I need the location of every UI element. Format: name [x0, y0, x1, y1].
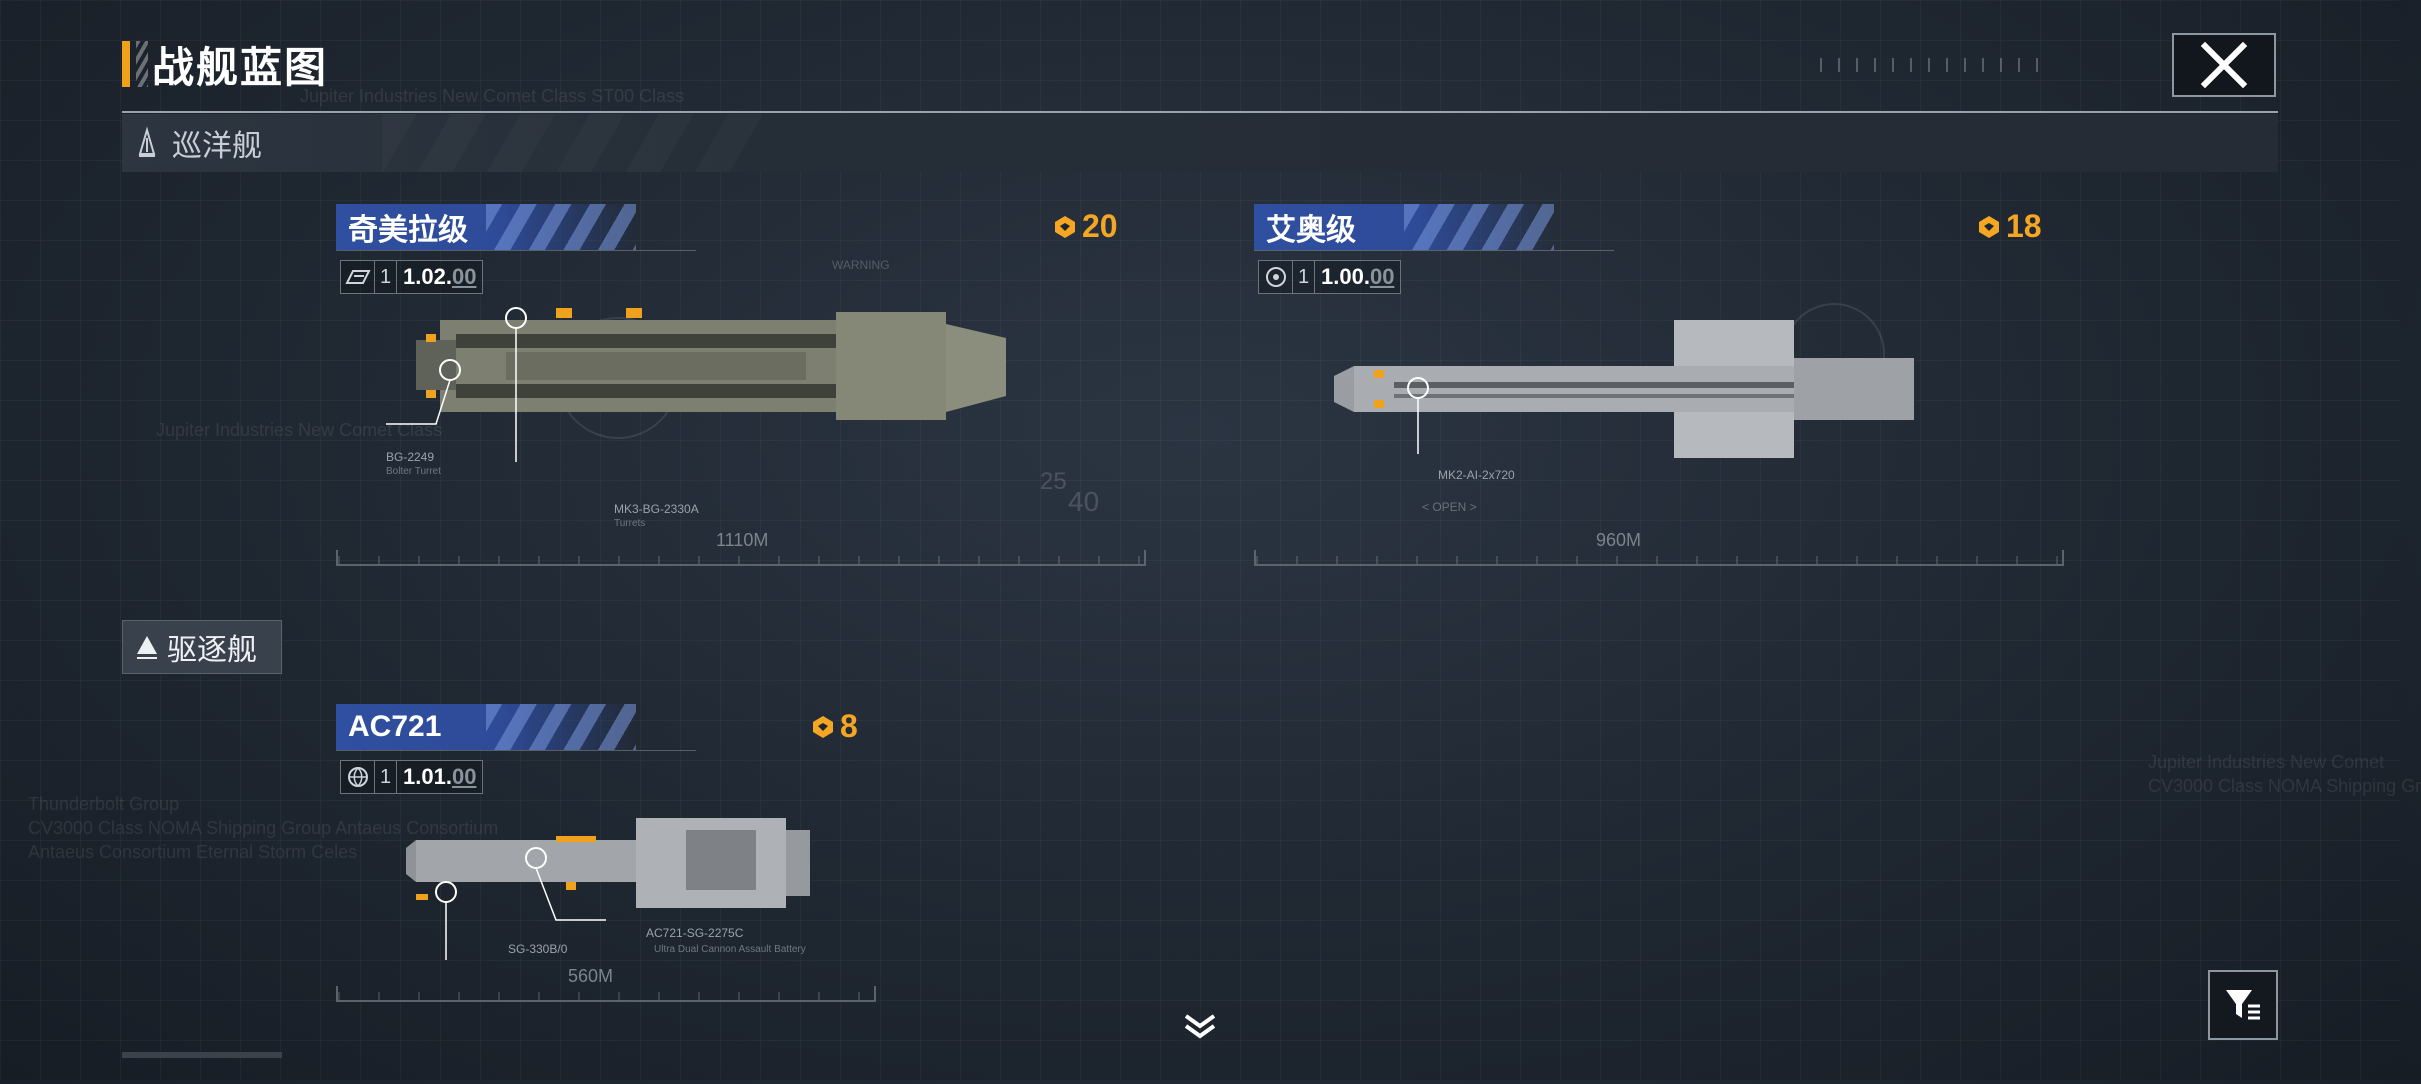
page-title: 战舰蓝图: [122, 38, 328, 91]
bg-text: Jupiter Industries New Comet: [2148, 752, 2385, 772]
banner-stripes: [1404, 204, 1554, 250]
ship-name: 奇美拉级: [348, 214, 468, 247]
margin-number: 40: [1068, 486, 1100, 517]
cost-icon: [813, 715, 833, 738]
ship-cost: 18: [1976, 208, 2042, 245]
destroyer-icon: [137, 636, 157, 659]
close-icon: [2200, 41, 2248, 89]
banner-underline: [336, 250, 696, 251]
weapon-callout-sub: Bolter Turret: [386, 466, 442, 477]
ship-card-io[interactable]: 艾奥级 18 1 1.00.00 MK2-AI-2x720 < OPEN > 9…: [1254, 204, 2064, 584]
weapon-callout: BG-2249: [386, 450, 435, 464]
section-label-cruiser: 巡洋舰: [172, 130, 262, 163]
bg-text: Jupiter Industries New Comet Class: [156, 420, 443, 440]
banner-underline: [1254, 250, 1614, 251]
weapon-callout: AC721-SG-2275C: [646, 926, 744, 940]
version-main: 1.00: [1321, 264, 1364, 289]
header-ticks: [1820, 58, 2040, 72]
bg-text: CV3000 Class NOMA Shipping Group Antaeus…: [28, 818, 499, 838]
ship-spec-box: 1 1.01.00: [340, 760, 484, 794]
ship-card-ac721[interactable]: AC721 8 1 1.01.00 SG-330B/0 AC721-SG-227…: [336, 704, 876, 1084]
version-main: 1.01: [403, 764, 446, 789]
ship-tier: 1: [1293, 261, 1315, 293]
banner-underline: [336, 750, 696, 751]
ship-cost-value: 18: [2006, 208, 2042, 244]
ship-version: 1.00.00: [1321, 264, 1395, 289]
ship-spec-box: 1 1.02.00: [340, 260, 484, 294]
section-stripes: [382, 114, 762, 172]
ship-blueprint-chimera: [386, 307, 1006, 462]
ship-version: 1.01.00: [403, 764, 477, 789]
filter-button[interactable]: [2208, 970, 2278, 1040]
close-button[interactable]: [2172, 33, 2276, 97]
bg-text: CV3000 Class NOMA Shipping Gr: [2148, 776, 2421, 796]
cost-icon: [1055, 215, 1075, 238]
scale-bar: [336, 550, 1146, 566]
title-stripes: [136, 41, 148, 87]
bg-text: Thunderbolt Group: [28, 794, 180, 814]
version-dim: 00: [451, 764, 477, 789]
weapon-callout-sub: Turrets: [614, 518, 646, 529]
filter-icon: [2226, 990, 2260, 1020]
banner-stripes: [486, 204, 636, 250]
chevron-down-double-icon: [1184, 1014, 1216, 1039]
ship-name-banner: AC721: [336, 704, 636, 750]
weapon-callout: MK3-BG-2330A: [614, 502, 699, 516]
ship-cost-value: 8: [840, 708, 858, 744]
ship-name: 艾奥级: [1266, 214, 1356, 247]
section-header-destroyer[interactable]: 驱逐舰: [122, 620, 282, 674]
ship-tier: 1: [375, 261, 397, 293]
ship-spec-box: 1 1.00.00: [1258, 260, 1402, 294]
globe-emblem-icon: [341, 761, 375, 793]
ship-length: 960M: [1596, 530, 1642, 550]
cruiser-icon: [138, 126, 156, 157]
scale-bar: [336, 986, 876, 1002]
ship-length: 1110M: [716, 530, 769, 550]
version-dim: 00: [1369, 264, 1395, 289]
ship-name-banner: 艾奥级: [1254, 204, 1554, 250]
weapon-callout: MK2-AI-2x720: [1438, 468, 1515, 482]
bg-text: Jupiter Industries New Comet Class ST00 …: [300, 86, 685, 106]
open-mark: < OPEN >: [1422, 500, 1477, 514]
left-rail: [122, 1052, 282, 1058]
hull-emblem-icon: [341, 261, 375, 293]
ship-version: 1.02.00: [403, 264, 477, 289]
ship-blueprint-io: [1334, 303, 1914, 458]
cost-icon: [1979, 215, 1999, 238]
header-divider: [122, 111, 2278, 113]
ship-length: 560M: [568, 966, 614, 986]
section-label-destroyer: 驱逐舰: [167, 634, 257, 667]
scroll-more-button[interactable]: [1180, 1010, 1220, 1044]
ship-cost: 20: [1052, 208, 1118, 245]
scale-bar: [1254, 550, 2064, 566]
ship-name: AC721: [348, 710, 442, 743]
version-dim: 00: [451, 264, 477, 289]
weapon-callout: SG-330B/0: [508, 942, 568, 956]
weapon-callout-sub: Ultra Dual Cannon Assault Battery: [654, 944, 806, 955]
warning-mark: WARNING: [832, 258, 890, 272]
bg-text: Antaeus Consortium Eternal Storm Celes: [28, 842, 358, 862]
margin-number: 25: [1040, 468, 1067, 495]
page-title-text: 战舰蓝图: [152, 43, 329, 91]
section-header-cruiser[interactable]: 巡洋舰: [122, 114, 2278, 172]
ship-cost: 8: [810, 708, 858, 745]
ship-tier: 1: [375, 761, 397, 793]
settings-emblem-icon: [1259, 261, 1293, 293]
ship-name-banner: 奇美拉级: [336, 204, 636, 250]
version-main: 1.02: [403, 264, 446, 289]
ship-blueprint-ac721: [406, 818, 810, 960]
title-accent-bar: [122, 41, 130, 87]
banner-stripes: [486, 704, 636, 750]
ship-cost-value: 20: [1082, 208, 1118, 244]
ship-card-chimera[interactable]: 奇美拉级 20 1 1.02.00 BG-2249 Bolter Tur: [336, 204, 1146, 584]
